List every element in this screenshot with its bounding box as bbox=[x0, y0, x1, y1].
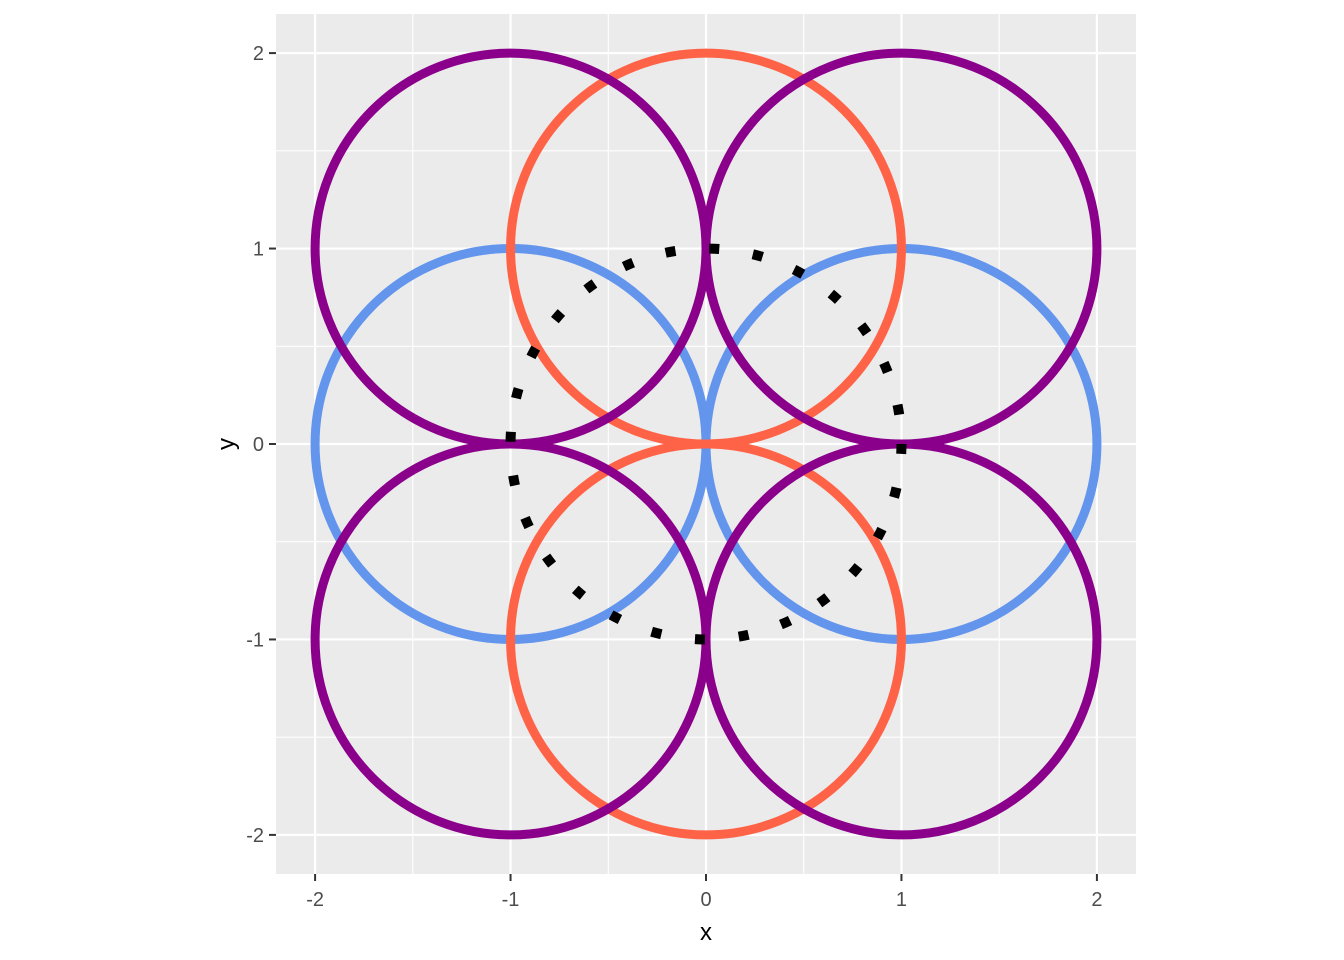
series-layer bbox=[310, 48, 1102, 840]
y-axis: -2 -1 0 1 2 bbox=[246, 43, 276, 847]
x-axis: -2 -1 0 1 2 bbox=[306, 874, 1102, 911]
y-tick-label: -2 bbox=[246, 825, 264, 847]
y-tick-label: 2 bbox=[253, 43, 264, 65]
y-tick-label: 0 bbox=[253, 434, 264, 456]
x-tick-label: 2 bbox=[1091, 889, 1102, 911]
x-axis-title: x bbox=[700, 919, 712, 946]
y-tick-label: -1 bbox=[246, 629, 264, 651]
x-tick-label: 0 bbox=[700, 889, 711, 911]
circle-series-9 bbox=[505, 243, 907, 645]
x-tick-label: -2 bbox=[306, 889, 324, 911]
x-tick-label: 1 bbox=[896, 889, 907, 911]
x-tick-label: -1 bbox=[502, 889, 520, 911]
y-axis-title: y bbox=[213, 438, 240, 450]
circle-series-4 bbox=[506, 439, 906, 840]
y-tick-label: 1 bbox=[253, 239, 264, 261]
